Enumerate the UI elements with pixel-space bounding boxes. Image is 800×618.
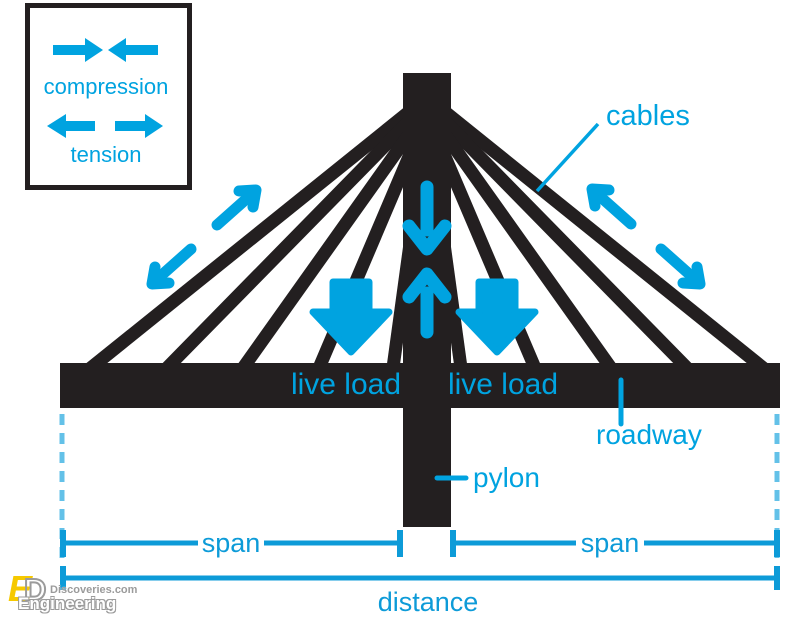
cable-line bbox=[424, 93, 777, 381]
distance-label: distance bbox=[377, 587, 479, 617]
tension-arrow-down-right-icon bbox=[655, 243, 706, 290]
tension-arrow-up-left-icon bbox=[586, 183, 637, 230]
pylon-compression-up-arrow-icon bbox=[402, 267, 452, 339]
compression-arrows-icon bbox=[53, 38, 158, 62]
legend-box bbox=[25, 3, 192, 190]
cable-line bbox=[232, 108, 431, 379]
cable-line bbox=[423, 108, 622, 379]
roadway-shape bbox=[60, 363, 780, 408]
live-load-arrow-left-icon bbox=[309, 278, 393, 356]
pylon-label: pylon bbox=[473, 462, 540, 493]
tension-arrows-icon bbox=[47, 114, 163, 138]
cables-label: cables bbox=[606, 100, 690, 132]
cable-line bbox=[77, 93, 430, 381]
live-load-label-left: live load bbox=[290, 368, 402, 401]
legend-tension-label: tension bbox=[70, 142, 142, 167]
span-label-right: span bbox=[580, 528, 640, 558]
span-measure-right bbox=[450, 530, 780, 557]
cable-line bbox=[155, 100, 430, 380]
tension-arrow-down-left-icon bbox=[146, 243, 197, 290]
distance-measure bbox=[60, 566, 780, 590]
pylon-compression-down-arrow-icon bbox=[402, 180, 452, 256]
cable-line bbox=[424, 100, 699, 380]
legend-compression-label: compression bbox=[43, 74, 169, 99]
tension-arrow-up-right-icon bbox=[211, 184, 262, 231]
watermark: E D Discoveries.com Engineering bbox=[4, 560, 164, 616]
roadway-label: roadway bbox=[596, 419, 702, 450]
live-load-label-right: live load bbox=[447, 368, 559, 401]
span-measure-left bbox=[60, 530, 403, 557]
watermark-brand-text: Engineering bbox=[18, 594, 117, 613]
cables-pointer-line bbox=[535, 122, 600, 193]
live-load-arrow-right-icon bbox=[455, 278, 539, 356]
watermark-site-text: Discoveries.com bbox=[50, 584, 138, 596]
watermark-logo-d-icon: D bbox=[23, 571, 47, 608]
watermark-logo-icon: E bbox=[8, 568, 33, 609]
span-label-left: span bbox=[201, 528, 261, 558]
